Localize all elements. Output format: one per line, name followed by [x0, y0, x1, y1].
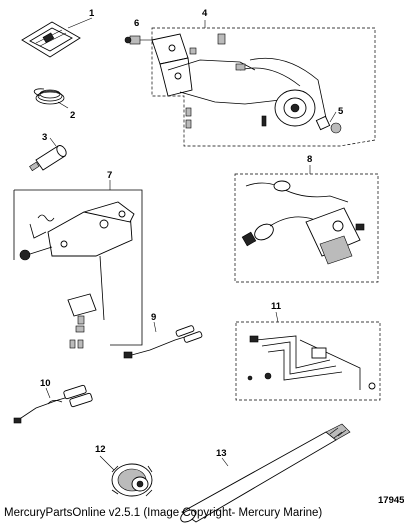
callout-13: 13: [216, 448, 227, 459]
callout-10: 10: [40, 378, 51, 389]
part-13-shaft: [180, 423, 351, 523]
part-11-wiring-harness: [235, 311, 381, 401]
part-2-coil: [33, 88, 69, 109]
part-1-pouch: [21, 17, 93, 58]
part-9-harness: [123, 321, 203, 359]
callout-11: 11: [271, 301, 282, 312]
callout-8: 8: [307, 154, 312, 165]
callout-5: 5: [338, 106, 344, 117]
callout-12: 12: [95, 444, 106, 455]
part-12-gear-hub: [99, 455, 153, 497]
callout-1: 1: [89, 8, 95, 19]
callout-2: 2: [70, 110, 75, 121]
reference-number: 17945: [378, 495, 404, 506]
part-10-lead: [13, 384, 93, 424]
callout-9: 9: [151, 312, 156, 323]
copyright-footer: MercuryPartsOnline v2.5.1 (Image Copyrig…: [4, 507, 323, 519]
callout-7: 7: [107, 170, 112, 181]
part-7-bracket-assembly: [13, 180, 143, 349]
part-8-ignition-switch: [234, 165, 379, 283]
callout-3: 3: [42, 132, 47, 143]
callout-4: 4: [202, 8, 208, 19]
callout-6: 6: [134, 18, 139, 29]
part-4-linkage-assembly: [124, 20, 376, 147]
part-3-cylinder: [29, 137, 67, 172]
